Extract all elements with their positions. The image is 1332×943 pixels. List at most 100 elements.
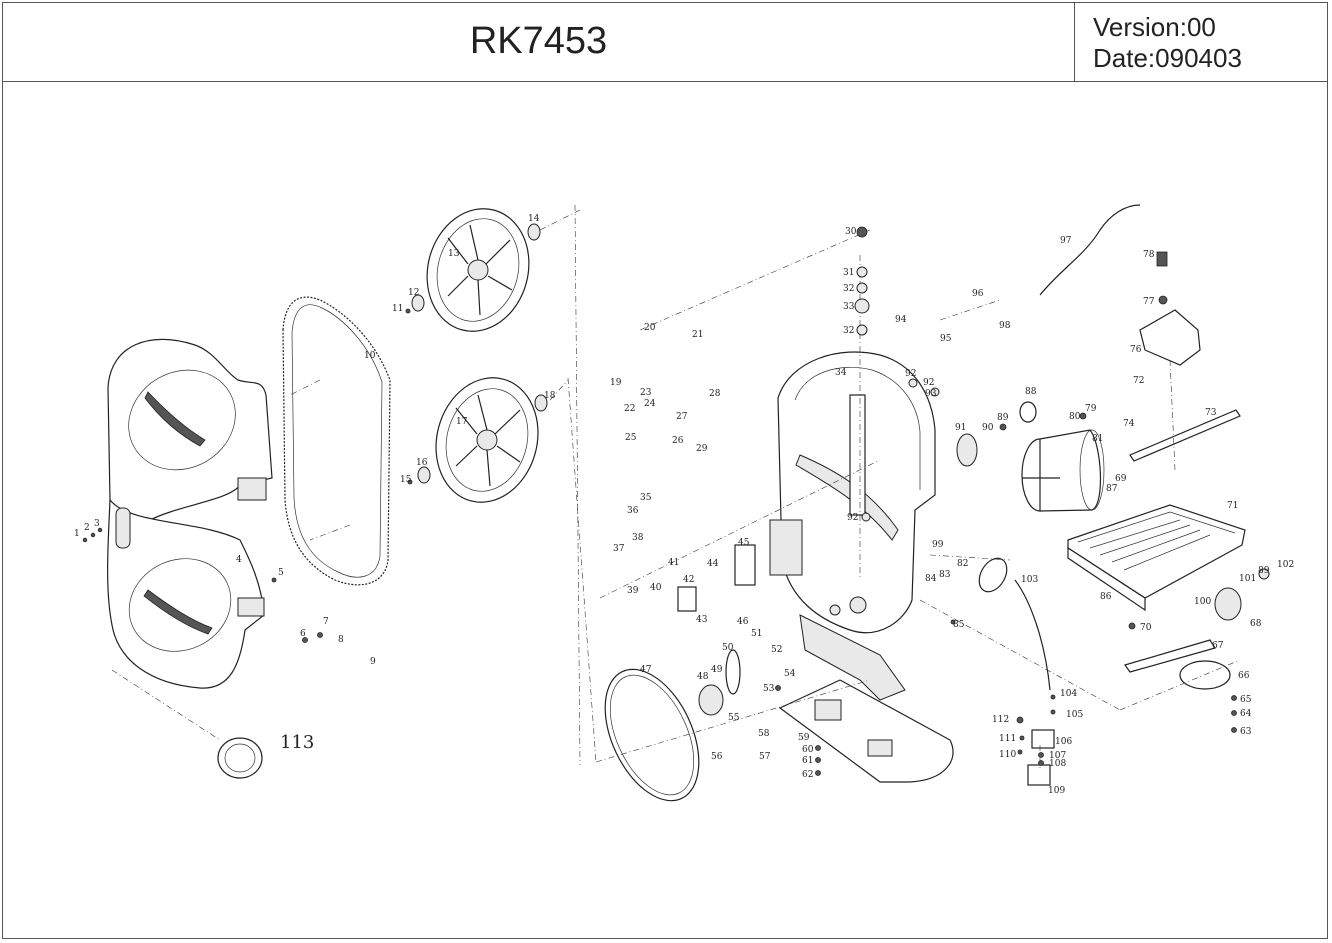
blade-guard-insert: [1139, 251, 1201, 366]
part-number: 39: [627, 586, 639, 596]
lamp-base: [1027, 764, 1051, 786]
drive-belt: [604, 668, 700, 802]
part-number: 76: [1130, 345, 1142, 355]
part-number: 15: [400, 475, 412, 485]
part-number: 112: [992, 715, 1009, 725]
part-number: 91: [955, 423, 966, 433]
part-number: 49: [711, 665, 723, 675]
part-number: 90: [982, 423, 994, 433]
part-number: 60: [802, 745, 814, 755]
document-title: RK7453: [469, 20, 608, 62]
part-number: 58: [758, 729, 770, 739]
part-number: 4: [236, 555, 242, 565]
part-number: 92: [847, 513, 858, 523]
part-number: 34: [835, 368, 847, 378]
part-number: 96: [972, 289, 984, 299]
date-label: Date:090403: [1093, 43, 1242, 73]
part-number: 101: [1239, 574, 1256, 584]
motor-pulley: [956, 433, 978, 467]
part-number: 30: [845, 227, 857, 237]
part-number: 65: [1240, 695, 1252, 705]
part-number: 19: [610, 378, 622, 388]
part-number: 14: [528, 214, 540, 224]
part-number: 79: [1085, 404, 1097, 414]
part-number: 94: [895, 315, 907, 325]
part-number: 46: [737, 617, 749, 627]
work-lamp: [978, 557, 1051, 691]
part-number: 54: [784, 669, 796, 679]
part-number: 11: [392, 304, 403, 314]
part-number: 83: [939, 570, 951, 580]
part-number: 105: [1066, 710, 1083, 720]
part-number: 92: [923, 378, 934, 388]
upper-wheel: [426, 208, 530, 332]
part-number: 102: [1277, 560, 1294, 570]
part-number: 8: [338, 635, 344, 645]
part-number: 38: [632, 533, 644, 543]
part-number: 48: [697, 672, 709, 682]
fan-cover: [1019, 401, 1037, 423]
part-number: 89: [1258, 566, 1270, 576]
part-number: 25: [625, 433, 637, 443]
part-number: 5: [278, 568, 284, 578]
part-number: 20: [644, 323, 656, 333]
part-number: 77: [1143, 297, 1155, 307]
part-number: 50: [722, 643, 734, 653]
part-number: 72: [1133, 376, 1144, 386]
part-number: 7: [323, 617, 329, 627]
part-number: 6: [300, 629, 306, 639]
part-number: 2: [84, 523, 90, 533]
part-number: 36: [627, 506, 639, 516]
part-number: 33: [843, 302, 855, 312]
part-number: 21: [692, 330, 703, 340]
part-number: 26: [672, 436, 684, 446]
part-number: 59: [798, 733, 810, 743]
lower-wheel-cover: [107, 498, 265, 689]
part-number: 29: [696, 444, 708, 454]
part-number: 82: [957, 559, 968, 569]
part-number: 53: [763, 684, 775, 694]
part-number: 80: [1069, 412, 1081, 422]
part-number: 66: [1238, 671, 1250, 681]
hub-bearings: [411, 223, 548, 484]
part-number: 32: [843, 326, 854, 336]
part-number: 47: [640, 665, 652, 675]
part-number: 1: [74, 529, 80, 539]
tilt-knob: [1214, 587, 1242, 621]
switch-plate: [734, 544, 756, 586]
part-number: 17: [456, 417, 468, 427]
part-number: 62: [802, 770, 813, 780]
part-labels: 1 2 3 4 5 6 7 8 9 10 11 12 13 14 15 16 1…: [74, 214, 1294, 796]
part-number: 97: [1060, 236, 1072, 246]
saw-frame: [769, 351, 936, 701]
part-number: 100: [1194, 597, 1211, 607]
part-number: 10: [364, 351, 376, 361]
part-number: 12: [408, 288, 419, 298]
fence-rail: [1129, 409, 1241, 462]
lower-wheel: [435, 377, 539, 503]
part-number: 3: [94, 519, 100, 529]
part-number: 68: [1250, 619, 1262, 629]
part-number: 109: [1048, 786, 1065, 796]
part-number: 64: [1240, 709, 1252, 719]
part-number: 108: [1049, 759, 1066, 769]
part-number: 9: [370, 657, 376, 667]
part-number: 24: [644, 399, 656, 409]
part-number: 42: [683, 575, 694, 585]
trunnion-bar: [1124, 639, 1216, 673]
part-number: 69: [1115, 474, 1127, 484]
part-number: 74: [1123, 419, 1135, 429]
part-number: 52: [771, 645, 782, 655]
part-number: 44: [707, 559, 719, 569]
part-number: 73: [1205, 408, 1217, 418]
part-number: 86: [1100, 592, 1112, 602]
part-number: 32: [843, 284, 854, 294]
motor: [1021, 429, 1105, 512]
part-number: 78: [1143, 250, 1155, 260]
part-number: 110: [999, 750, 1016, 760]
part-number: 22: [624, 404, 635, 414]
part-number: 71: [1227, 501, 1238, 511]
part-number: 95: [940, 334, 952, 344]
